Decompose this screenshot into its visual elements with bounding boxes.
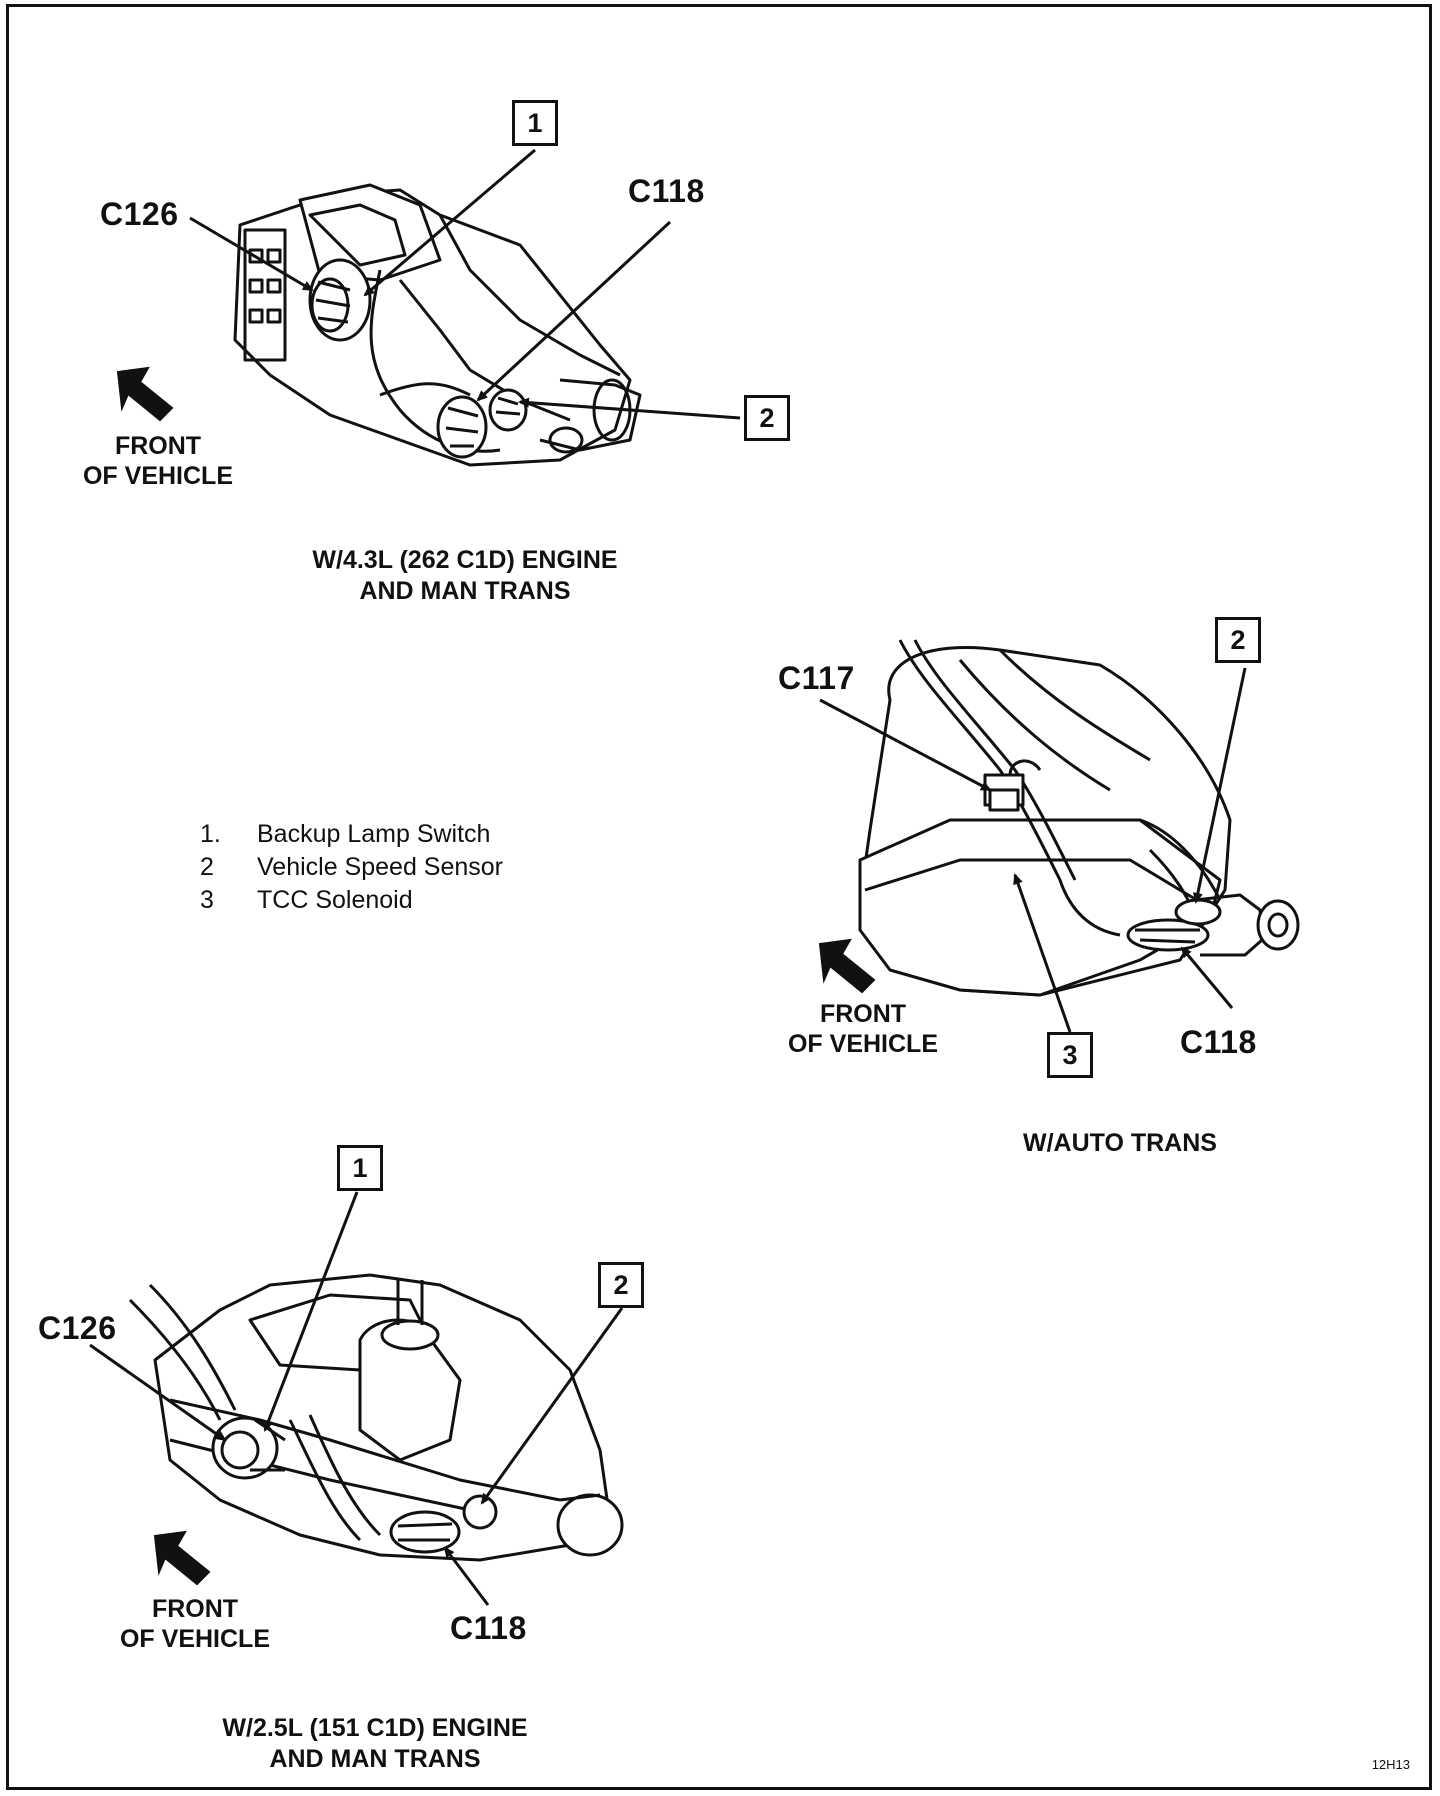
top-front-line1: FRONT xyxy=(114,432,202,460)
auto-connector-c118: C118 xyxy=(1180,1024,1257,1060)
top-caption: W/4.3L (262 C1D) ENGINE AND MAN TRANS xyxy=(265,545,665,608)
auto-caption: W/AUTO TRANS xyxy=(1023,1129,1217,1157)
top-front-label: FRONT OF VEHICLE xyxy=(78,432,238,491)
auto-front-label: FRONT OF VEHICLE xyxy=(778,1000,948,1059)
top-transmission-drawing xyxy=(233,183,642,467)
bottom-front-line1: FRONT xyxy=(151,1595,239,1623)
figure-code: 12H13 xyxy=(1371,1757,1410,1772)
top-connector-c118: C118 xyxy=(628,173,705,209)
auto-front-line2: OF VEHICLE xyxy=(787,1029,938,1058)
bottom-front-line2: OF VEHICLE xyxy=(119,1624,270,1653)
top-connector-c126: C126 xyxy=(100,196,179,232)
component-legend: 1. Backup Lamp Switch 2 Vehicle Speed Sens… xyxy=(200,818,503,917)
legend-num: 1. xyxy=(200,820,221,848)
auto-callout-2: 2 xyxy=(1215,617,1261,663)
top-caption-line2: AND MAN TRANS xyxy=(359,577,571,606)
bottom-caption-line2: AND MAN TRANS xyxy=(269,1745,481,1774)
legend-num: 3 xyxy=(200,886,214,914)
bottom-caption: W/2.5L (151 C1D) ENGINE AND MAN TRANS xyxy=(175,1713,575,1776)
leader-lines xyxy=(89,148,1247,1606)
legend-item: 2 Vehicle Speed Sensor xyxy=(200,851,503,884)
top-callout-2: 2 xyxy=(744,395,790,441)
legend-label: Backup Lamp Switch xyxy=(257,820,491,848)
auto-transmission-drawing xyxy=(858,639,1300,997)
top-caption-line1: W/4.3L (262 C1D) ENGINE xyxy=(312,546,618,574)
top-callout-1: 1 xyxy=(512,100,558,146)
bottom-callout-2: 2 xyxy=(598,1262,644,1308)
bottom-transmission-drawing xyxy=(128,1273,624,1562)
top-front-line2: OF VEHICLE xyxy=(82,461,233,490)
bottom-caption-line1: W/2.5L (151 C1D) ENGINE xyxy=(222,1714,528,1742)
bottom-callout-1: 1 xyxy=(337,1145,383,1191)
bottom-connector-c126: C126 xyxy=(38,1310,117,1346)
auto-connector-c117: C117 xyxy=(778,660,855,696)
legend-label: TCC Solenoid xyxy=(257,886,413,914)
legend-label: Vehicle Speed Sensor xyxy=(257,853,504,881)
bottom-connector-c118: C118 xyxy=(450,1610,527,1646)
auto-callout-3: 3 xyxy=(1047,1032,1093,1078)
front-arrows xyxy=(116,366,876,1586)
legend-item: 3 TCC Solenoid xyxy=(200,884,503,917)
bottom-front-label: FRONT OF VEHICLE xyxy=(110,1595,280,1654)
legend-item: 1. Backup Lamp Switch xyxy=(200,818,503,851)
legend-num: 2 xyxy=(200,853,214,881)
auto-front-line1: FRONT xyxy=(819,1000,907,1028)
